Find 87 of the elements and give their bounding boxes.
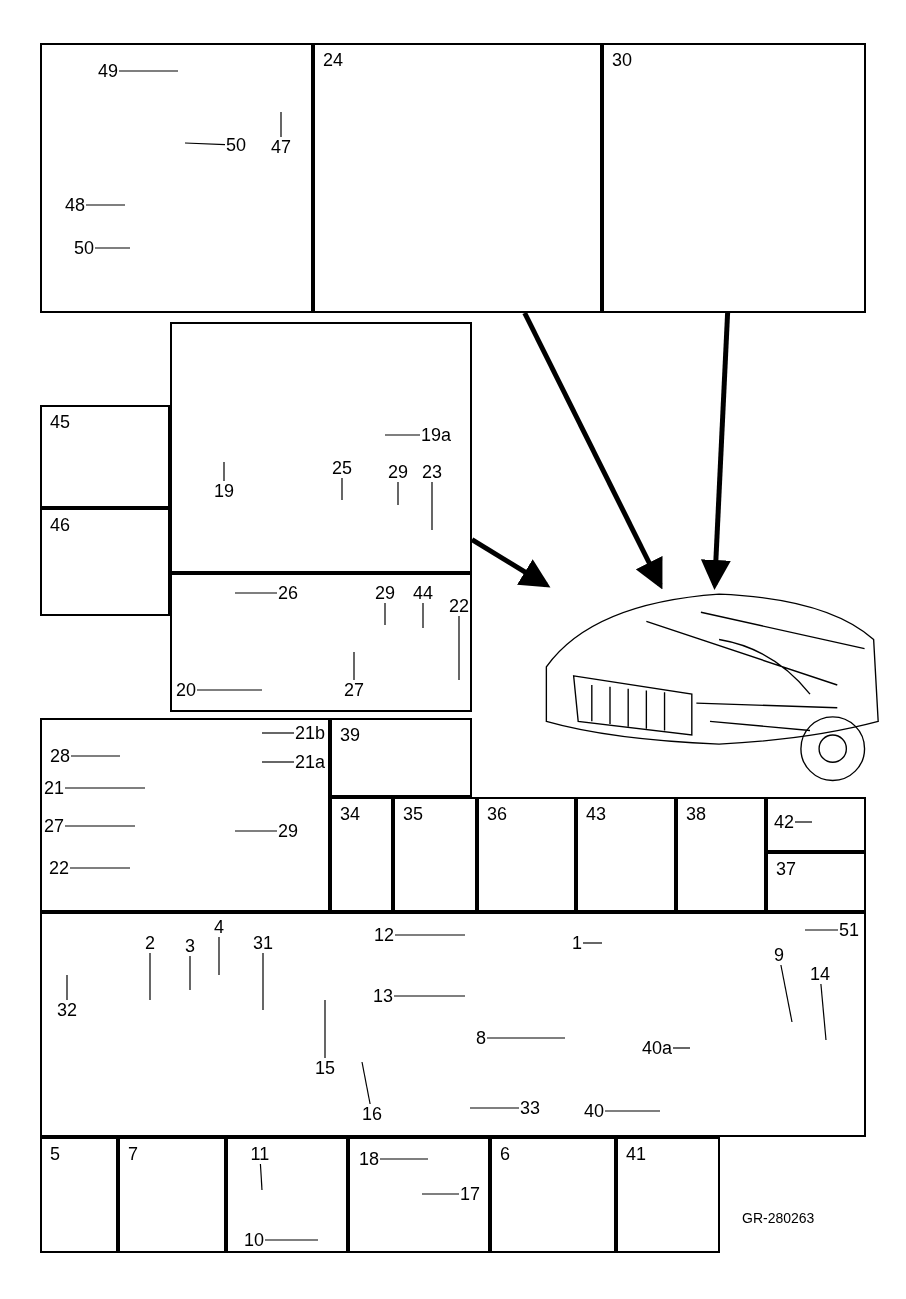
parts-panel bbox=[40, 912, 866, 1137]
parts-panel bbox=[170, 322, 472, 573]
parts-panel bbox=[40, 718, 330, 912]
leader-line bbox=[118, 70, 179, 72]
callout-number: 38 bbox=[686, 804, 707, 824]
leader-line bbox=[421, 1193, 460, 1195]
leader-line bbox=[804, 929, 839, 931]
leader-line bbox=[379, 1158, 429, 1160]
callout-number: 34 bbox=[340, 804, 361, 824]
leader-line bbox=[196, 689, 263, 691]
leader-line bbox=[458, 615, 460, 681]
parts-panel bbox=[576, 797, 676, 912]
leader-line bbox=[261, 732, 295, 734]
arrow bbox=[700, 312, 731, 590]
arrow bbox=[522, 311, 663, 590]
callout-number: 36 bbox=[487, 804, 508, 824]
leader-line bbox=[149, 952, 151, 1001]
parts-panel bbox=[40, 1137, 118, 1253]
leader-line bbox=[422, 602, 424, 629]
callout-number: 24 bbox=[323, 50, 344, 70]
leader-line bbox=[794, 821, 813, 823]
parts-panel bbox=[226, 1137, 348, 1253]
leader-line bbox=[324, 999, 326, 1059]
leader-line bbox=[234, 830, 278, 832]
leader-line bbox=[672, 1047, 691, 1049]
parts-panel bbox=[490, 1137, 616, 1253]
leader-line bbox=[582, 942, 603, 944]
callout-number: 37 bbox=[776, 859, 797, 879]
leader-line bbox=[70, 755, 121, 757]
callout-number: 45 bbox=[50, 412, 71, 432]
leader-line bbox=[264, 1239, 319, 1241]
parts-panel bbox=[616, 1137, 720, 1253]
parts-panel bbox=[766, 852, 866, 912]
parts-panel bbox=[602, 43, 866, 313]
parts-panel bbox=[477, 797, 576, 912]
leader-line bbox=[431, 481, 433, 531]
leader-line bbox=[280, 111, 282, 138]
parts-panel bbox=[170, 573, 472, 712]
leader-line bbox=[341, 477, 343, 501]
parts-panel bbox=[330, 797, 393, 912]
leader-line bbox=[780, 964, 793, 1023]
leader-line bbox=[234, 592, 278, 594]
leader-line bbox=[262, 952, 264, 1011]
arrow bbox=[470, 537, 551, 588]
leader-line bbox=[64, 787, 146, 789]
parts-panel bbox=[40, 43, 313, 313]
leader-line bbox=[69, 867, 131, 869]
leader-line bbox=[189, 955, 191, 991]
leader-line bbox=[397, 481, 399, 506]
parts-panel bbox=[330, 718, 472, 797]
leader-line bbox=[384, 602, 386, 626]
parts-panel bbox=[348, 1137, 490, 1253]
leader-line bbox=[184, 142, 226, 146]
leader-line bbox=[218, 936, 220, 976]
parts-panel bbox=[40, 405, 170, 508]
parts-panel bbox=[676, 797, 766, 912]
callout-number: 5 bbox=[50, 1144, 60, 1164]
leader-line bbox=[259, 1163, 263, 1191]
callout-number: 43 bbox=[586, 804, 607, 824]
callout-number: 30 bbox=[612, 50, 633, 70]
leader-line bbox=[66, 974, 68, 1001]
leader-line bbox=[85, 204, 126, 206]
leader-line bbox=[223, 461, 225, 482]
leader-line bbox=[353, 651, 355, 681]
callout-number: 7 bbox=[128, 1144, 138, 1164]
leader-line bbox=[393, 995, 466, 997]
leader-line bbox=[361, 1061, 371, 1105]
parts-panel bbox=[313, 43, 602, 313]
leader-line bbox=[604, 1110, 661, 1112]
parts-panel bbox=[118, 1137, 226, 1253]
leader-line bbox=[261, 761, 295, 763]
callout-number: 41 bbox=[626, 1144, 647, 1164]
leader-line bbox=[94, 247, 131, 249]
parts-panel bbox=[766, 797, 866, 852]
leader-line bbox=[486, 1037, 566, 1039]
drawing-number: GR-280263 bbox=[742, 1210, 815, 1226]
callout-number: 46 bbox=[50, 515, 71, 535]
leader-line bbox=[820, 983, 827, 1041]
leader-line bbox=[394, 934, 466, 936]
leader-line bbox=[64, 825, 136, 827]
parts-panel bbox=[40, 508, 170, 616]
callout-number: 6 bbox=[500, 1144, 510, 1164]
leader-line bbox=[384, 434, 421, 436]
callout-number: 35 bbox=[403, 804, 424, 824]
leader-line bbox=[469, 1107, 520, 1109]
callout-number: 39 bbox=[340, 725, 361, 745]
parts-panel bbox=[393, 797, 477, 912]
